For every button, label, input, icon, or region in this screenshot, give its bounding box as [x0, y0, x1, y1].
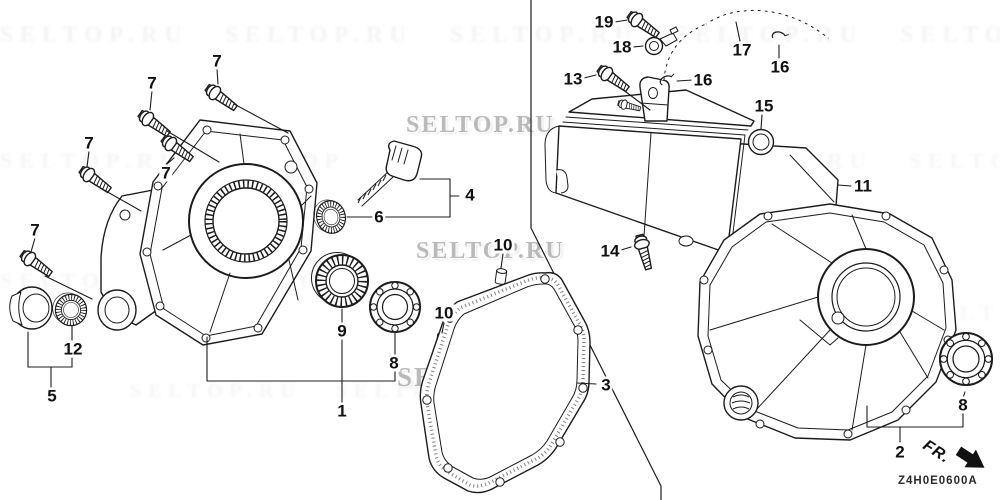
oil-filler-dipstick-4-drawing [357, 140, 423, 207]
seal-12-drawing [53, 293, 87, 326]
part-label-7b: 7 [145, 73, 159, 93]
leader-lines [27, 19, 966, 443]
bearing-8-right-drawing [938, 331, 994, 387]
tube-clip-16a-drawing [771, 30, 790, 42]
bolt-13-drawing [594, 61, 633, 96]
part-label-1: 1 [335, 401, 349, 421]
part-label-10-lower: 10 [432, 303, 456, 323]
part-label-7a: 7 [210, 51, 224, 71]
part-label-8-left: 8 [387, 353, 401, 373]
bolt-19-drawing [624, 7, 663, 42]
bearing-8-left-drawing [369, 281, 421, 333]
part-label-6: 6 [372, 207, 386, 227]
grommet-15-drawing [747, 128, 775, 156]
part-label-18: 18 [610, 37, 634, 57]
dowel-pin-10-upper-drawing [494, 267, 508, 286]
tube-clamp-18-drawing [644, 26, 679, 56]
collar-5-drawing [9, 286, 53, 330]
part-label-7d: 7 [159, 163, 173, 183]
watermark-faint-row-1: SELTOP.RU SELTOP.RU SELTOP.RU SELTOP.RU … [0, 22, 1000, 47]
part-label-15: 15 [752, 96, 776, 116]
part-label-3: 3 [599, 375, 613, 395]
crankcase-cover-2-drawing [697, 203, 957, 441]
oil-seal-9-drawing [312, 253, 369, 308]
part-label-12: 12 [61, 339, 85, 359]
part-label-16a: 16 [768, 57, 792, 77]
part-label-16b: 16 [691, 70, 715, 90]
part-label-17: 17 [730, 40, 754, 60]
part-label-2: 2 [893, 442, 907, 462]
part-label-19: 19 [592, 12, 616, 32]
part-label-9: 9 [335, 321, 349, 341]
part-label-5: 5 [45, 386, 59, 406]
diagram-code: Z4H0E0600A [898, 475, 978, 487]
part-label-7c: 7 [82, 133, 96, 153]
part-label-13: 13 [561, 69, 585, 89]
part-label-7e: 7 [28, 220, 42, 240]
part-label-10-upper: 10 [491, 235, 515, 255]
fr-direction-arrow [955, 446, 985, 468]
part-label-8-right: 8 [956, 395, 970, 415]
part-label-11: 11 [852, 176, 874, 196]
bolt-14-drawing [631, 232, 657, 272]
watermark-text-1: SELTOP.RU [406, 112, 555, 138]
section-divider-line [530, 0, 662, 500]
part-label-4: 4 [463, 185, 477, 205]
crankcase-cover-1-drawing [97, 119, 318, 346]
fuel-tube-17-drawing [661, 8, 830, 81]
part-label-14: 14 [598, 241, 622, 261]
